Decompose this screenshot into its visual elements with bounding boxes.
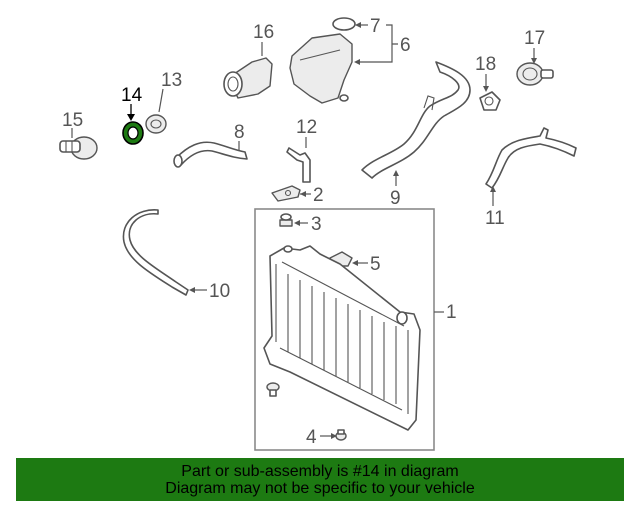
- part-8-hose[interactable]: [173, 141, 248, 168]
- callout-18: 18: [475, 54, 496, 75]
- callout-5: 5: [370, 254, 381, 275]
- callout-6: 6: [400, 35, 411, 56]
- banner-line-1: Part or sub-assembly is #14 in diagram: [181, 462, 459, 480]
- parts-diagram: 15 14 13 8 16 7 6: [59, 16, 577, 451]
- banner-line-2: Diagram may not be specific to your vehi…: [165, 479, 475, 497]
- part-18-gasket[interactable]: [479, 91, 501, 111]
- part-15-drain-plug[interactable]: [59, 136, 98, 160]
- part-10-overflow-hose[interactable]: [122, 209, 189, 296]
- callout-17: 17: [524, 28, 545, 49]
- radiator-bolt[interactable]: [266, 382, 280, 397]
- callout-12: 12: [296, 117, 317, 138]
- callout-14: 14: [121, 85, 143, 106]
- part-11-radiator-hose[interactable]: [485, 127, 577, 189]
- part-4-drain-plug[interactable]: [335, 429, 347, 441]
- part-12-small-hose[interactable]: [286, 147, 311, 183]
- diagram-note-banner: Part or sub-assembly is #14 in diagram D…: [16, 458, 624, 501]
- callout-13: 13: [161, 70, 182, 91]
- callout-2: 2: [313, 185, 324, 206]
- callout-1: 1: [446, 302, 457, 323]
- callout-10: 10: [209, 281, 230, 302]
- callout-9: 9: [390, 188, 401, 209]
- callout-16: 16: [253, 22, 274, 43]
- part-3-clip[interactable]: [279, 213, 293, 227]
- callout-4: 4: [306, 427, 317, 448]
- part-16-water-outlet[interactable]: [223, 57, 273, 99]
- part-7-reservoir-cap[interactable]: [332, 17, 356, 31]
- part-14-o-ring[interactable]: [122, 121, 144, 145]
- part-17-thermostat-housing[interactable]: [516, 62, 554, 86]
- callout-8: 8: [234, 122, 245, 143]
- radiator-assembly-box: [254, 208, 435, 451]
- part-13-cap[interactable]: [145, 114, 167, 134]
- callout-7: 7: [370, 16, 381, 37]
- part-9-radiator-hose[interactable]: [361, 61, 471, 179]
- radiator-core[interactable]: [263, 245, 421, 431]
- callout-15: 15: [62, 110, 83, 131]
- callout-3: 3: [311, 214, 322, 235]
- callout-11: 11: [485, 208, 505, 229]
- part-2-bracket[interactable]: [271, 185, 301, 202]
- part-6-reservoir-tank[interactable]: [289, 33, 353, 104]
